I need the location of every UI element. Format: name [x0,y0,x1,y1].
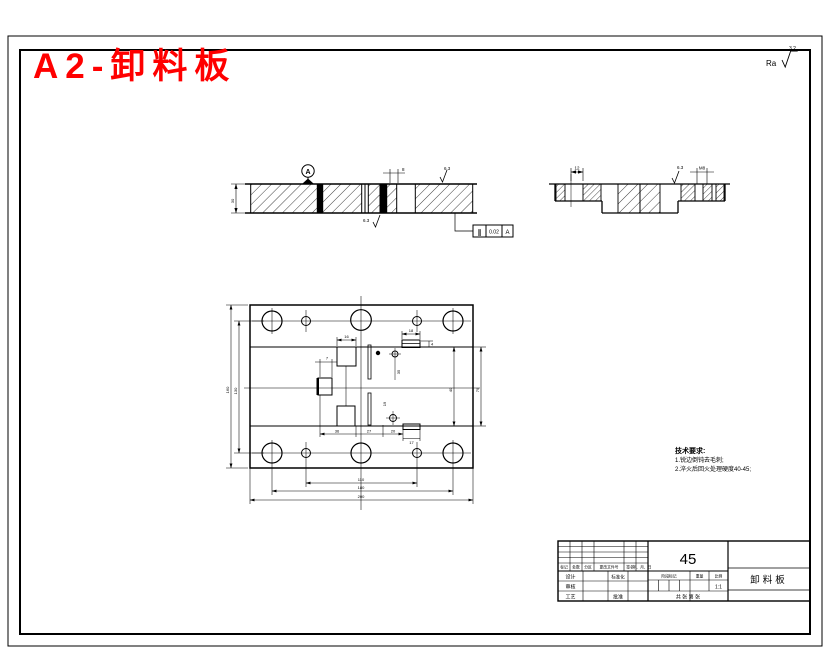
svg-text:6.3: 6.3 [677,165,684,170]
stage-weight-scale [648,570,728,601]
svg-text:180: 180 [358,485,365,490]
dim-section-right-right: M8 [690,166,714,184]
label-process: 工艺 [565,595,575,601]
feature-dimensions: 16 7 18 4 35 19 36 27 20 [315,328,456,445]
sheet-count: 共 张 第 张 [676,594,700,601]
dim-section-right-left: 12 [570,166,584,181]
material-value: 45 [680,551,697,568]
svg-text:17: 17 [409,440,414,445]
svg-text:200: 200 [358,494,365,499]
svg-text:16: 16 [344,334,349,339]
svg-text:分区: 分区 [584,565,592,570]
dim-section-left-height: 30 [230,183,248,214]
notes-line-2: 2.淬火后回火处理硬度40-45; [675,465,751,473]
svg-text:处数: 处数 [572,565,580,570]
svg-text:36: 36 [335,429,340,434]
guide-holes [261,309,464,464]
roughness-prefix: Ra [766,59,777,68]
part-name: 卸料板 [750,574,788,586]
scale-value: 1:1 [715,585,722,591]
svg-text:4: 4 [431,342,434,347]
svg-text:6.3: 6.3 [444,166,451,171]
label-standardize: 标准化 [611,574,625,581]
svg-text:18: 18 [409,328,414,333]
svg-text:6.3: 6.3 [363,218,370,223]
feature-control-frame: ∥ 0.02 A [454,213,514,238]
svg-text:35: 35 [396,369,401,374]
dim-plan-left: 160 130 [225,304,264,469]
part-name-area: 卸料板 [728,567,810,591]
stage-label: 阶段标记 [661,574,676,579]
weight-label: 重量 [696,574,704,579]
svg-text:160: 160 [225,386,230,393]
dim-section-left-slot: 8 [383,167,405,183]
datum-letter: A [305,169,310,176]
plan-view: 16 7 18 4 35 19 36 27 20 [225,296,486,510]
roughness-mark-right-view: 6.3 [671,165,684,184]
svg-text:标记: 标记 [560,565,568,570]
label-design: 设计 [565,574,575,581]
svg-text:20: 20 [391,429,396,434]
dim-plan-bottom: 110 180 200 [249,477,474,502]
dim-plan-right: 79 [473,346,486,427]
svg-text:40: 40 [448,387,453,392]
svg-text:签名: 签名 [626,565,634,570]
fcf-value: 0.02 [489,230,499,236]
svg-text:79: 79 [475,387,480,392]
signature-table [558,571,648,601]
section-view-right: 12 6.3 M8 [549,165,730,214]
screw-holes [301,316,422,458]
svg-text:130: 130 [233,387,238,394]
roughness-mark-top: 6.3 [439,166,451,183]
svg-text:19: 19 [382,401,387,406]
punch-openings [316,339,421,430]
svg-text:8: 8 [402,167,405,172]
label-check: 审核 [565,584,575,591]
svg-text:年、月、日: 年、月、日 [633,565,652,570]
roughness-check-icon [781,50,798,69]
label-approve: 批准 [613,594,623,601]
surface-roughness-note: Ra 3.2 [766,46,798,69]
revision-headers: 标记 处数 分区 更改文件号 签名 年、月、日 [560,565,651,570]
technical-notes: 技术要求: 1.锐边倒钝去毛刺; 2.淬火后回火处理硬度40-45; [675,446,751,473]
centerlines [244,296,480,510]
scale-label: 比例 [715,574,723,579]
svg-text:27: 27 [367,429,372,434]
sheet-border [7,35,823,647]
fcf-datum: A [505,230,509,236]
fcf-symbol: ∥ [478,229,482,237]
svg-text:更改文件号: 更改文件号 [600,565,619,570]
revision-table [558,541,648,572]
datum-symbol: A [301,164,315,184]
section-view-left: 30 A 8 6.3 6.3 ∥ [230,164,514,238]
page-title: A2-卸料板 [33,47,236,86]
title-block: 标记 处数 分区 更改文件号 签名 年、月、日 设计 标准化 审核 工艺 批准 … [557,540,811,602]
svg-text:30: 30 [230,198,235,203]
roughness-value: 3.2 [789,46,796,52]
svg-text:12: 12 [574,166,580,171]
svg-text:M8: M8 [699,166,706,171]
notes-heading: 技术要求: [675,446,705,455]
svg-text:110: 110 [358,477,365,482]
notes-line-1: 1.锐边倒钝去毛刺; [675,456,724,464]
svg-text:7: 7 [326,356,329,361]
roughness-mark-bottom: 6.3 [363,214,381,228]
datum-triangle-icon [302,178,314,184]
